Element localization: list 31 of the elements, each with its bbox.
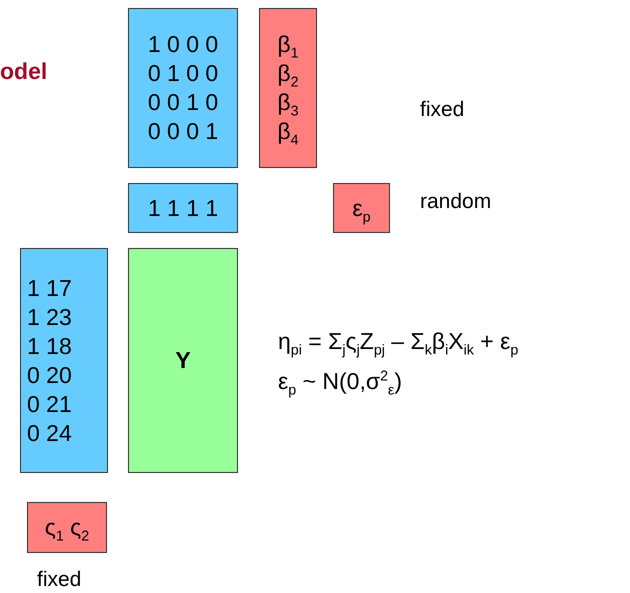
matrix-row-text: 0 21 [27, 390, 73, 418]
matrix-row-text: 1 23 [27, 302, 73, 332]
matrix-row-text: 0 20 [27, 360, 73, 390]
matrix-row-text: 1 18 [27, 332, 73, 360]
annotation-text: fixed [37, 568, 82, 592]
matrix-box [128, 8, 238, 168]
symbol-text: β$_{3}$ [276, 88, 300, 117]
matrix-box [20, 248, 108, 473]
matrix-row-text: 0 0 1 0 [146, 88, 220, 117]
matrix-row-text: 0 0 0 1 [146, 117, 220, 146]
matrix-row-text: Y [174, 346, 192, 375]
symbol-text: ς$_{1}$ ς$_{2}$ [44, 513, 90, 542]
matrix-row-text: 1 0 0 0 [146, 30, 220, 59]
heading: odel [0, 58, 48, 85]
vector-box [27, 502, 107, 553]
vector-box [333, 183, 390, 233]
annotation-text: fixed [420, 98, 464, 122]
symbol-text: β$_{4}$ [276, 117, 300, 146]
matrix-box [128, 248, 238, 473]
symbol-text: ε$_{p}$ [351, 194, 372, 222]
matrix-row-text: 1 1 1 1 [146, 194, 220, 222]
equation: ε$_{p}$ ~ N(0,σ$^{2}$$_{ε}$) [278, 368, 402, 395]
vector-box [259, 8, 317, 168]
equation: η$_{pi}$ = Σ$_{j}$ς$_{j}$Z$_{pj}$ – Σ$_{k}$β$_{i}$X$_{ik}$ + ε$_{p}$ [278, 328, 518, 355]
symbol-text: β$_{1}$ [276, 30, 300, 59]
matrix-row-text: 0 24 [27, 418, 73, 448]
matrix-row-text: 1 17 [27, 274, 73, 302]
matrix-box [128, 183, 238, 233]
symbol-text: β$_{2}$ [276, 59, 300, 88]
matrix-row-text: 0 1 0 0 [146, 59, 220, 88]
annotation-text: random [420, 190, 492, 214]
